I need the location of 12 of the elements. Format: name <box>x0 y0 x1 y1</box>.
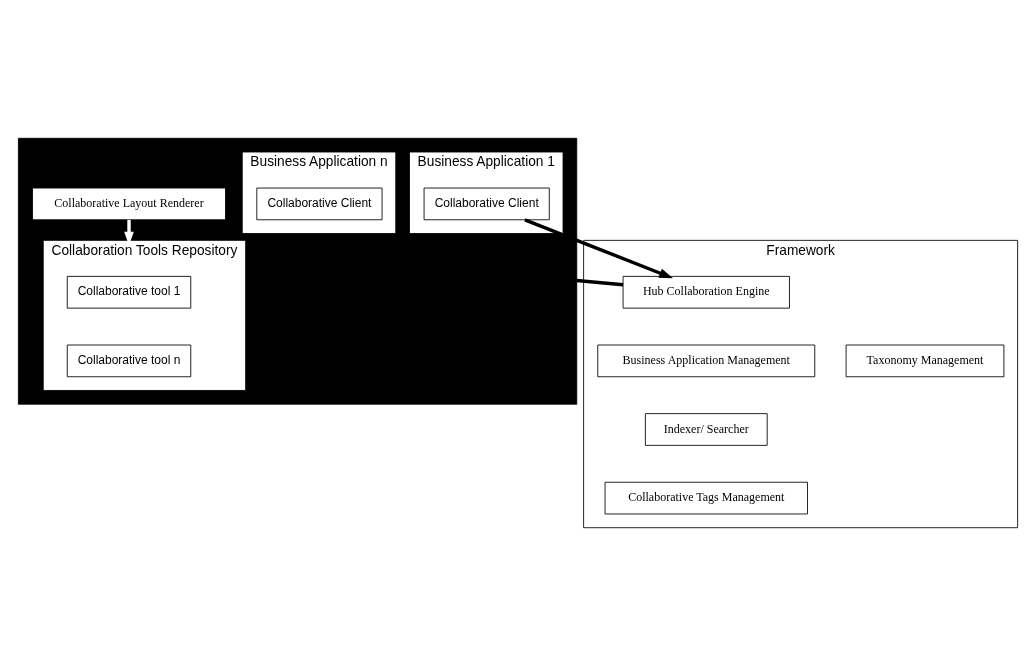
node-box: Business Application Management <box>597 344 816 378</box>
node-box: Collaborative Tags Management <box>604 481 808 515</box>
node-box: Collaborative Client <box>423 187 550 221</box>
node-box: Indexer/ Searcher <box>644 413 768 446</box>
cluster <box>17 137 578 405</box>
node-box: Collaborative tool 1 <box>66 275 192 309</box>
node-box: Collaborative tool n <box>66 344 192 378</box>
node-box: Collaborative Client <box>256 187 383 221</box>
node-box: Collaborative Layout Renderer <box>32 187 226 221</box>
connector <box>576 278 624 287</box>
node-box: Hub Collaboration Engine <box>622 275 790 309</box>
node-box: Taxonomy Management <box>845 344 1005 378</box>
